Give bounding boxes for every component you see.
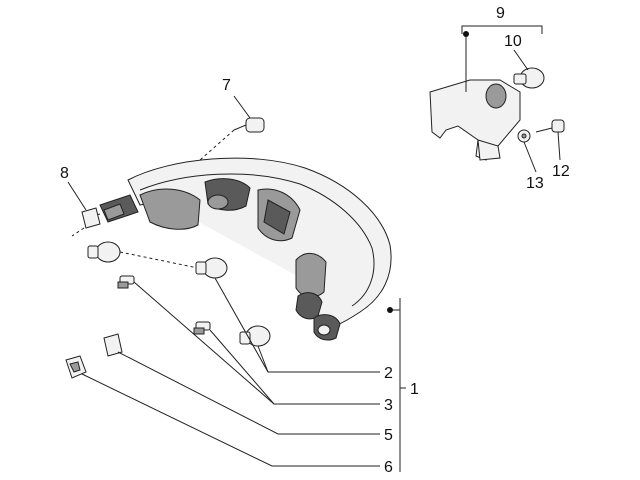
bulb-left: [87, 241, 199, 269]
callout-3: 3: [384, 397, 393, 414]
small-bulb-b: [193, 321, 211, 335]
nut-part-6: [65, 355, 87, 379]
clip-part-5: [103, 333, 123, 357]
bulb-lower: [239, 325, 271, 347]
callout-1: 1: [410, 381, 419, 398]
callout-13: 13: [526, 175, 544, 192]
bracket-part-9: [429, 79, 521, 161]
bulb-part-10: [513, 67, 545, 89]
callout-7: 7: [222, 77, 231, 94]
small-bulb-a: [117, 275, 135, 289]
callout-6: 6: [384, 459, 393, 476]
callout-5: 5: [384, 427, 393, 444]
callout-12: 12: [552, 163, 570, 180]
callout-labels: 1 2 3 5 6 7 8 9 10 12 13: [60, 5, 570, 476]
callout-9: 9: [496, 5, 505, 22]
washer-part-13: [517, 129, 531, 143]
bulb-middle: [195, 257, 228, 279]
leader-lines: [67, 25, 561, 472]
screw-part-7: [199, 117, 265, 161]
tail-light-housing: [91, 157, 392, 341]
callout-10: 10: [504, 33, 522, 50]
clip-part-8: [71, 207, 101, 237]
screw-part-12: [535, 119, 565, 133]
callout-8: 8: [60, 165, 69, 182]
callout-2: 2: [384, 365, 393, 382]
